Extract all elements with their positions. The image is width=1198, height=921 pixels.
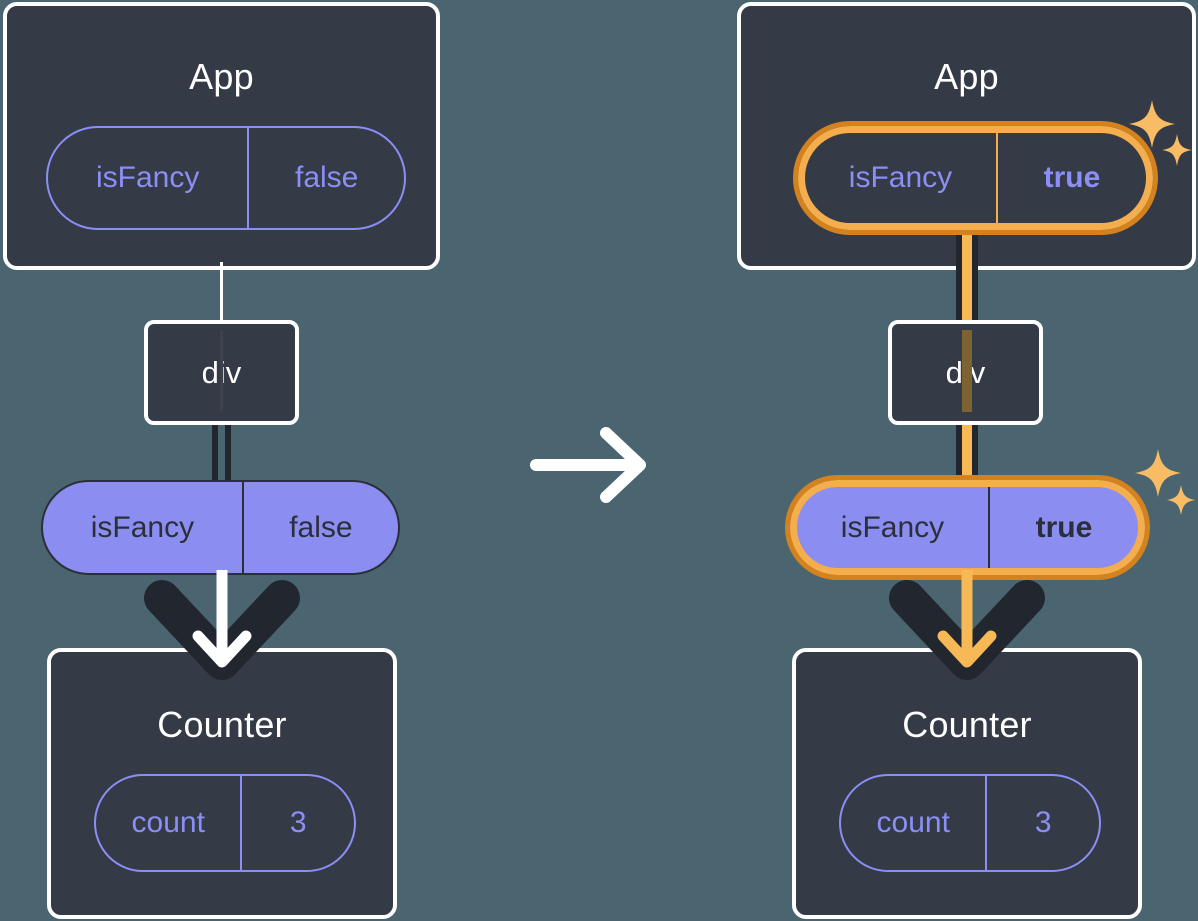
app-title-before: App (189, 56, 254, 97)
arrow-down-to-counter-before (140, 570, 305, 680)
prop-key-after: isFancy (840, 510, 945, 544)
connector-div-to-prop-left-before (212, 423, 218, 485)
counter-state-key-after: count (876, 806, 950, 839)
app-card-after: App isFancy true (737, 2, 1196, 270)
prop-key-before: isFancy (90, 510, 195, 544)
prop-value-after: true (987, 487, 1138, 568)
counter-card-after: Counter count 3 (792, 648, 1142, 919)
connector-app-to-div-highlight-after (962, 224, 972, 324)
connector-through-div-after (962, 330, 972, 412)
app-state-value-after: true (995, 133, 1146, 223)
app-state-pill-before: isFancy false (46, 126, 406, 230)
app-state-pill-after[interactable]: isFancy true (793, 121, 1158, 235)
counter-card-before: Counter count 3 (47, 648, 397, 919)
counter-title-before: Counter (157, 704, 287, 745)
connector-div-to-prop-right-after (971, 423, 978, 485)
app-card-before: App isFancy false (3, 2, 440, 270)
app-state-key-before: isFancy (96, 161, 200, 194)
connector-div-to-prop-right-before (225, 423, 231, 485)
connector-app-to-div-before (220, 262, 223, 324)
counter-state-key-before: count (131, 806, 205, 839)
connector-through-div-before (220, 330, 223, 412)
connector-div-to-prop-highlight-after (962, 423, 972, 485)
connector-app-to-div-left-after (956, 224, 963, 324)
counter-state-value-before: 3 (240, 776, 354, 870)
connector-div-to-prop-left-after (956, 423, 963, 485)
counter-state-pill-after: count 3 (839, 774, 1101, 872)
connector-app-to-div-right-after (971, 224, 978, 324)
sparkle-icon-prop-after (1132, 443, 1198, 529)
prop-pill-after[interactable]: isFancy true (785, 475, 1150, 580)
app-state-value-before: false (247, 128, 404, 228)
sparkle-icon-app-after (1124, 96, 1198, 182)
counter-state-value-after: 3 (985, 776, 1099, 870)
prop-pill-before: isFancy false (41, 480, 400, 575)
arrow-down-to-counter-after (885, 570, 1050, 680)
transition-arrow-right-icon (528, 425, 658, 505)
counter-state-pill-before: count 3 (94, 774, 356, 872)
app-state-key-after: isFancy (848, 161, 953, 194)
app-title-after: App (934, 56, 999, 97)
counter-title-after: Counter (902, 704, 1032, 745)
prop-value-before: false (241, 482, 398, 573)
